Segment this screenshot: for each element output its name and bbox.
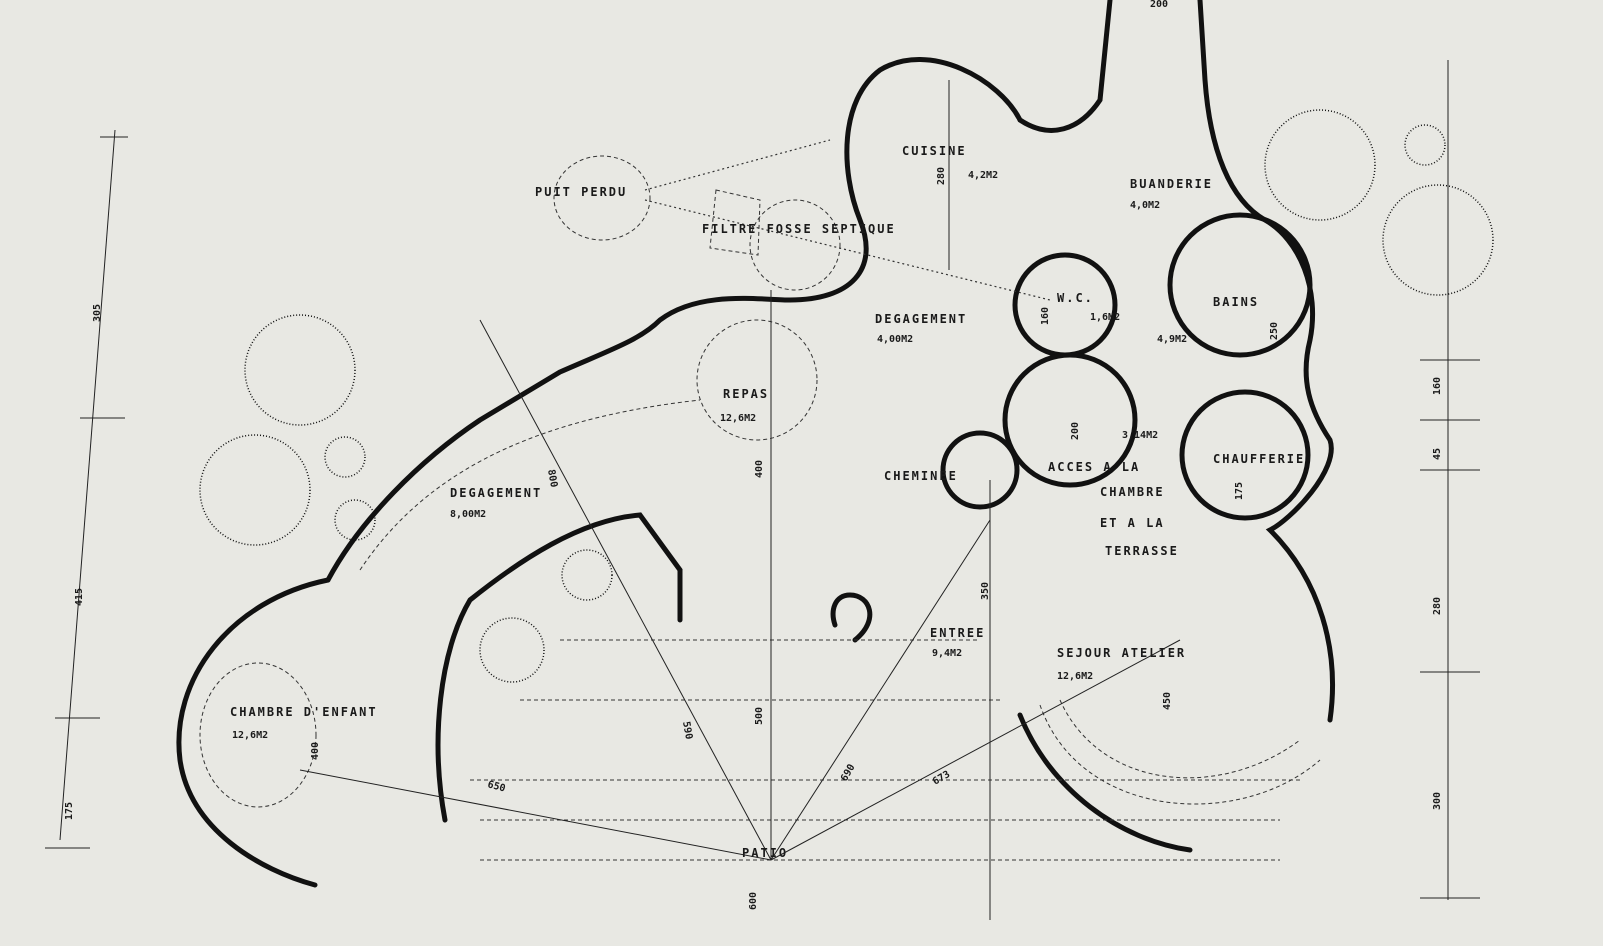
left-dim: 305	[92, 304, 103, 322]
wall-chaufferie	[1179, 389, 1311, 521]
left-dim: 175	[64, 802, 75, 820]
chambre-label: CHAMBRE D'ENFANT	[230, 705, 378, 719]
wc-dim: 160	[1040, 307, 1051, 325]
tree-icon	[1264, 109, 1376, 221]
entree-label: ENTREE	[930, 626, 985, 640]
cuisine-area: 4,2M2	[968, 170, 998, 181]
right-dim: 280	[1432, 597, 1443, 615]
exterior-wall-north	[325, 0, 1113, 583]
tree-icon	[561, 549, 613, 601]
wall-cheminee	[940, 430, 1020, 510]
bains-dim: 250	[1269, 322, 1280, 340]
wall-acces	[1002, 352, 1138, 488]
degagement2-label: DEGAGEMENT	[450, 486, 542, 500]
construction-lines	[299, 80, 1181, 920]
wall-wc	[1012, 252, 1118, 358]
wall-inner-arc	[435, 512, 683, 823]
tree-icon	[244, 314, 356, 426]
radial-dim: 500	[754, 707, 765, 725]
degagement-label: DEGAGEMENT	[875, 312, 967, 326]
degagement2-dim: 800	[545, 469, 559, 489]
chaufferie-label: CHAUFFERIE	[1213, 452, 1305, 466]
cuisine-label: CUISINE	[902, 144, 967, 158]
chambre-dim: 400	[310, 742, 321, 760]
tree-icon	[1382, 184, 1494, 296]
entree-dim: 350	[980, 582, 991, 600]
sejour-dim: 450	[1162, 692, 1173, 710]
fosse-circle	[749, 199, 841, 291]
degagement-arc	[359, 399, 701, 571]
sejour-arc-2	[1039, 704, 1321, 805]
wc-label: W.C.	[1057, 291, 1094, 305]
buanderie-label: BUANDERIE	[1130, 177, 1213, 191]
right-dim: 300	[1432, 792, 1443, 810]
top-dim: 200	[1150, 0, 1168, 10]
tree-icon	[324, 436, 366, 478]
right-dim: 160	[1432, 377, 1443, 395]
tree-icon	[479, 617, 545, 683]
repas-label: REPAS	[723, 387, 769, 401]
acces-area: 3,14M2	[1122, 430, 1158, 441]
right-dim: 45	[1432, 448, 1443, 460]
wall-bains	[1167, 212, 1313, 358]
wc-area: 1,6M2	[1090, 312, 1120, 323]
exterior-wall-east	[1197, 0, 1335, 723]
chambre-bed	[199, 662, 317, 808]
acces-label-4: TERRASSE	[1105, 544, 1179, 558]
wall-entree-hook	[830, 592, 873, 643]
buanderie-area: 4,0M2	[1130, 200, 1160, 211]
cheminee-label: CHEMINEE	[884, 469, 958, 483]
degagement-area: 4,00M2	[877, 334, 913, 345]
tree-icon	[199, 434, 311, 546]
left-dimension-line	[45, 129, 128, 849]
acces-label-1: ACCES A LA	[1048, 460, 1140, 474]
fosse-outline	[709, 189, 761, 256]
sejour-label: SEJOUR ATELIER	[1057, 646, 1186, 660]
acces-dim: 200	[1070, 422, 1081, 440]
wall-sejour	[1017, 712, 1193, 853]
repas-table	[696, 319, 818, 441]
radial-dim: 650	[486, 779, 506, 794]
patio-dim: 600	[748, 892, 759, 910]
sejour-arc	[1059, 699, 1301, 779]
radial-dim: 690	[839, 762, 858, 783]
sejour-area: 12,6M2	[1057, 671, 1093, 682]
left-dim: 415	[74, 588, 85, 606]
tree-icon	[1404, 124, 1446, 166]
puit-perdu-circle	[553, 155, 651, 241]
bains-label: BAINS	[1213, 295, 1259, 309]
tree-icon	[334, 499, 376, 541]
puit-perdu-label: PUIT PERDU	[535, 185, 627, 199]
repas-dim: 400	[754, 460, 765, 478]
radial-dim: 590	[680, 721, 694, 741]
cuisine-dim: 280	[936, 167, 947, 185]
entree-area: 9,4M2	[932, 648, 962, 659]
degagement2-area: 8,00M2	[450, 509, 486, 520]
repas-area: 12,6M2	[720, 413, 756, 424]
bains-area: 4,9M2	[1157, 334, 1187, 345]
patio-label: PATIO	[742, 846, 788, 860]
fosse-label: FILTRE FOSSE SEPTIQUE	[702, 222, 896, 236]
acces-label-3: ET A LA	[1100, 516, 1165, 530]
chambre-area: 12,6M2	[232, 730, 268, 741]
right-dimension-line	[1420, 60, 1480, 900]
chaufferie-dim: 175	[1234, 482, 1245, 500]
acces-label-2: CHAMBRE	[1100, 485, 1165, 499]
wall-chambre	[176, 577, 331, 888]
